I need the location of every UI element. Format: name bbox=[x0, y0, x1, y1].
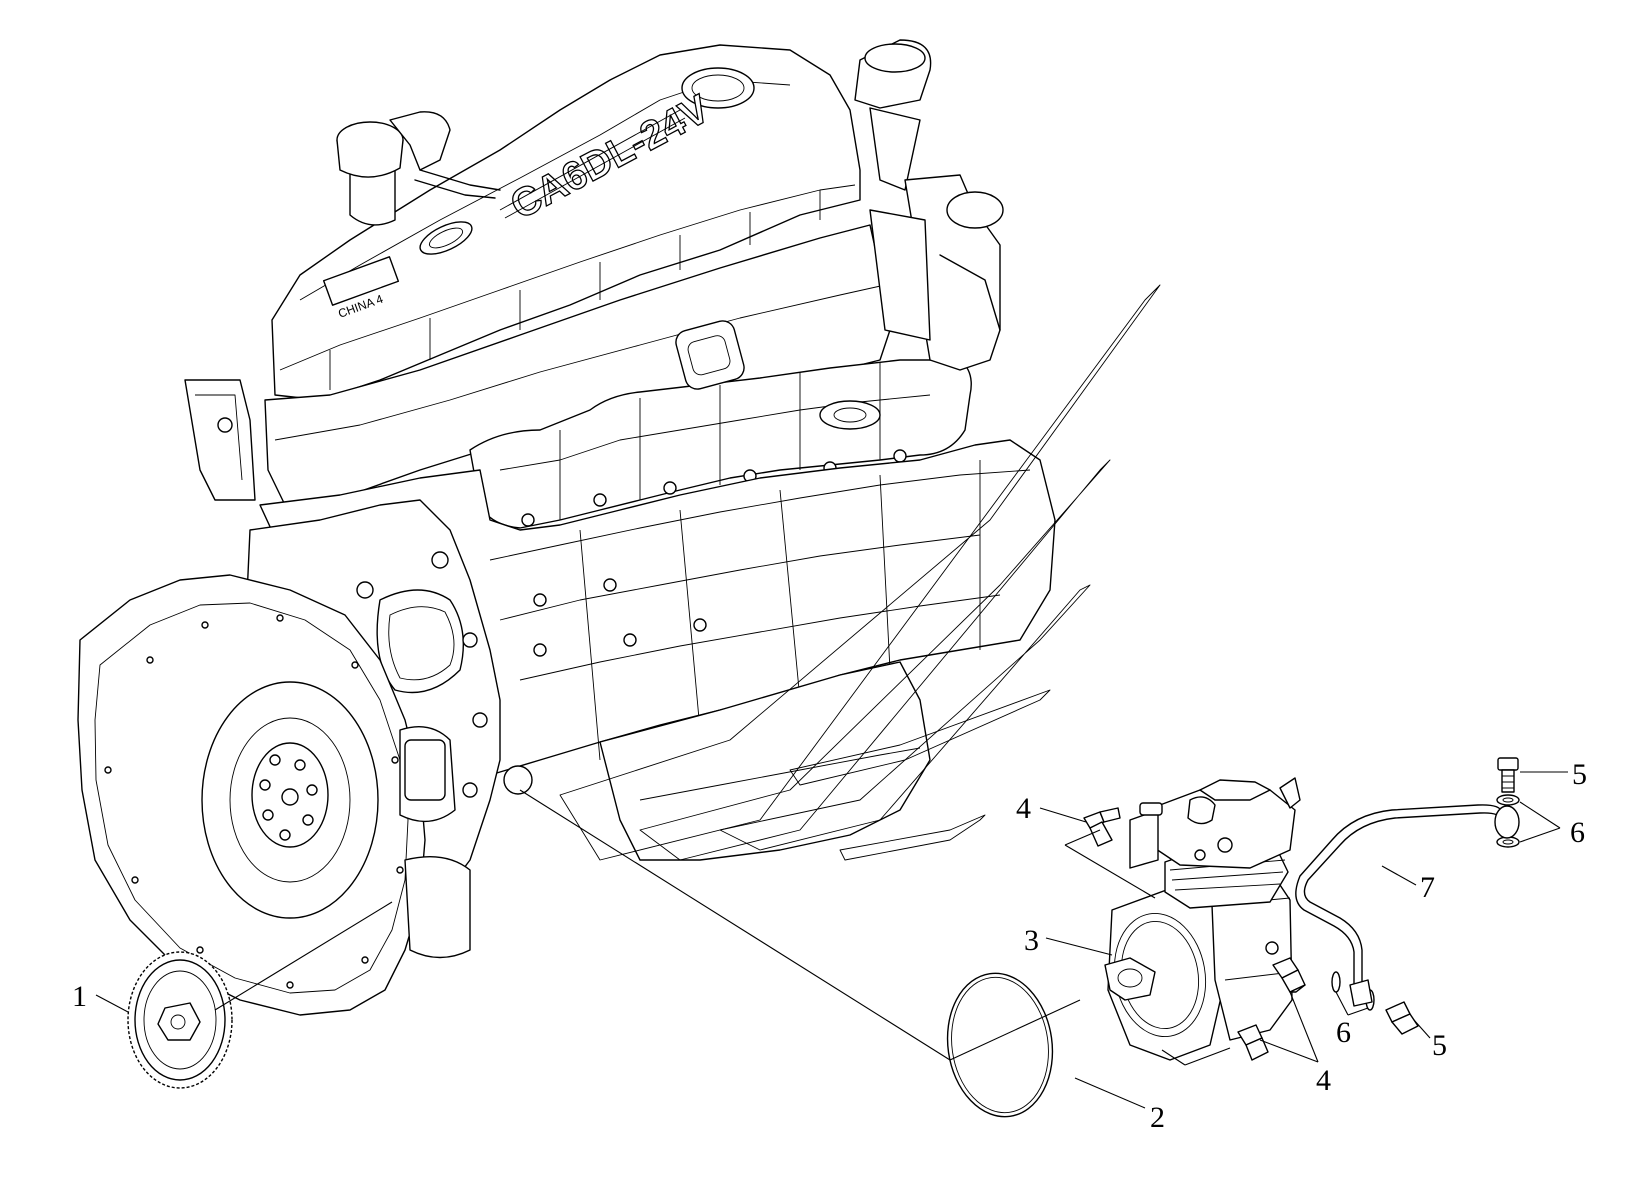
callout-6-lower: 6 bbox=[1336, 1016, 1351, 1049]
part-5-banjo-bolts bbox=[1385, 757, 1519, 1035]
part-3-air-compressor bbox=[1104, 777, 1301, 1061]
part-7-oil-pipe bbox=[1295, 804, 1520, 1007]
callout-1: 1 bbox=[72, 980, 87, 1013]
bolt-right bbox=[1272, 957, 1306, 993]
part-4-bolts bbox=[1083, 807, 1306, 1061]
engine-bracket bbox=[184, 379, 256, 501]
part-2-gasket bbox=[946, 972, 1054, 1118]
exhaust-manifold bbox=[469, 320, 972, 529]
callout-3: 3 bbox=[1024, 924, 1039, 957]
callout-4-upper: 4 bbox=[1016, 792, 1031, 825]
engine-assembly: CA6DL-24V CHINA 4 bbox=[77, 39, 1161, 1016]
shadow-outline-lines bbox=[559, 284, 1161, 861]
bolt-lower bbox=[1237, 1024, 1269, 1061]
callout-4-lower: 4 bbox=[1316, 1064, 1331, 1097]
part-1-drive-gear bbox=[127, 951, 233, 1089]
water-outlet-housing bbox=[854, 39, 1004, 371]
callout-5-upper: 5 bbox=[1572, 758, 1587, 791]
callout-5-lower: 5 bbox=[1432, 1029, 1447, 1062]
compressor-mount-flange bbox=[399, 726, 533, 959]
callout-6-upper: 6 bbox=[1570, 816, 1585, 849]
flywheel-housing bbox=[77, 574, 426, 1016]
callout-labels: 1 2 3 4 4 5 5 6 6 7 bbox=[72, 758, 1587, 1134]
leader-lines bbox=[95, 771, 1568, 1109]
breather-canister bbox=[336, 111, 501, 226]
bolt-upper bbox=[1083, 807, 1121, 847]
banjo-bolt-lower bbox=[1385, 1001, 1419, 1035]
callout-2: 2 bbox=[1150, 1101, 1165, 1134]
banjo-bolt-upper bbox=[1497, 757, 1519, 793]
callout-7: 7 bbox=[1420, 871, 1435, 904]
